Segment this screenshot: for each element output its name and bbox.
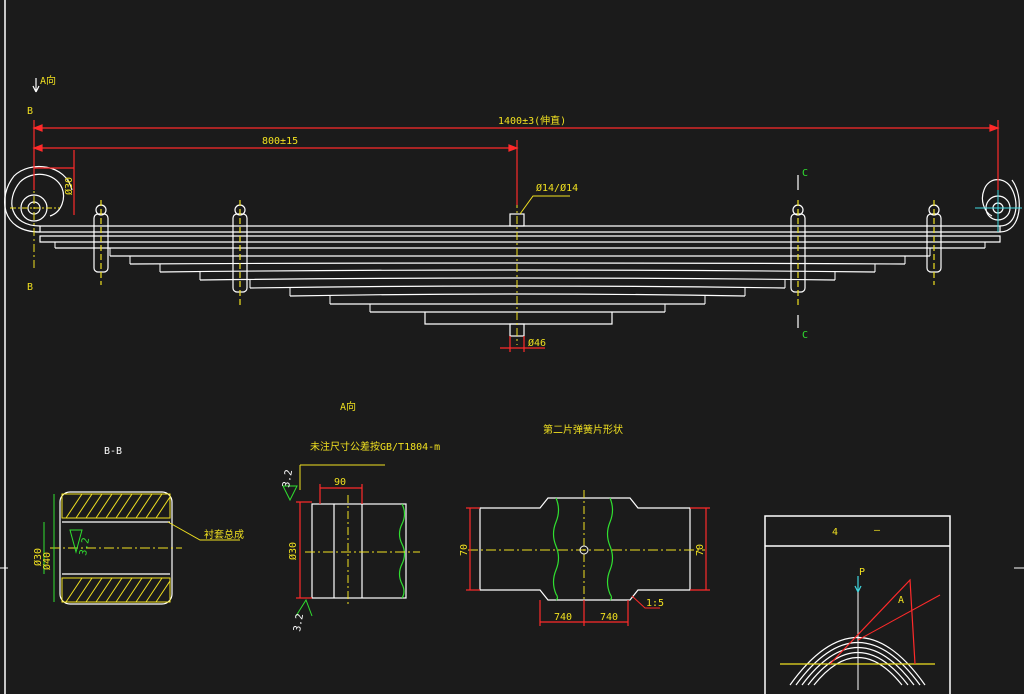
section-b-bottom-label: B [27,282,33,293]
section-bb-dim-inner: Ø30 [32,548,44,566]
bushing-dimensions [43,494,83,602]
leaf-detail-center-hole [579,545,589,555]
overall-length-text: 1400±3(伸直) [498,114,566,127]
leaf-2 [39,235,1001,243]
view-a-note-leader [299,464,385,490]
view-a-width-dim: 90 [334,477,346,488]
left-eye [4,165,73,233]
detail-box-frame [764,515,951,694]
main-leaf [39,225,1001,233]
section-b-top-label: B [27,106,33,117]
view-a-roughness-top: 3.2 [281,469,295,489]
bottom-dim-text: Ø46 [528,337,546,349]
leaf-detail-outline [479,497,691,601]
section-bb-note: 衬套总成 [204,528,244,541]
bushing-hatch-top [61,493,171,519]
view-a [282,464,420,617]
section-bb-roughness: 3.2 [78,537,92,557]
leaf-detail-callout: 1:5 [646,598,664,609]
leaf-9 [289,293,746,297]
leaf-end-right [664,242,986,312]
view-a-roughness-bottom: 3.2 [292,613,306,633]
section-bb-view [43,491,240,605]
leaf-5 [129,262,906,265]
section-bb-title: B-B [104,446,122,457]
center-bolt-leader [519,195,570,215]
detail-box-diagonal [857,594,941,641]
bottom-dimension [500,336,545,352]
leaf-detail [466,490,710,626]
leaf-detail-title: 第二片弹簧片形状 [543,423,623,436]
half-length-text: 800±15 [262,136,298,147]
section-bb-dim-outer: Ø40 [41,552,53,570]
detail-box-header-right: — [874,525,881,536]
view-a-outline [311,503,407,599]
leaf-detail-callout-leader [631,595,660,609]
right-eye [975,179,1022,233]
view-a-break-line [398,503,406,599]
section-c-top-label: C [802,168,808,179]
eye-dim-text: Ø30 [63,177,75,195]
center-bolt-text: Ø14/Ø14 [536,182,578,194]
view-a-height-dim: Ø30 [287,542,299,560]
view-a-marker: A向 [40,74,56,87]
view-a-arrow [32,78,40,93]
leaf-12 [424,312,613,325]
detail-box-label-p: P [859,567,865,578]
leaf-detail-width-left: 70 [459,544,470,556]
bushing-hatch-bottom [61,577,171,603]
leaf-detail-dimensions [466,507,710,626]
view-a-title: A向 [340,400,356,413]
detail-box [764,515,951,694]
detail-box-header-left: 4 [832,527,838,538]
overall-length-dimension [32,120,1000,190]
detail-box-arrow [854,576,862,593]
spring-clips [93,200,942,308]
detail-box-label-a: A [898,595,904,606]
leaf-end-left [54,242,371,312]
roughness-symbol-top [282,485,298,502]
leaf-detail-break-2 [606,497,614,601]
section-c-bottom-label: C [802,330,808,341]
roughness-symbol-bottom [295,598,313,617]
view-a-dimensions [296,484,363,599]
leaf-detail-break-1 [552,497,560,601]
leaf-detail-span-left: 740 [554,612,572,623]
detail-box-triangle [829,578,916,665]
main-spring-view [4,78,1022,352]
bushing-leader [167,521,240,541]
leaf-detail-span-right: 740 [600,612,618,623]
eye-dimension [34,150,75,215]
half-length-dimension [32,140,519,205]
leaf-detail-width-right: 70 [695,544,706,556]
leaf-7 [199,277,836,281]
view-a-note: 未注尺寸公差按GB/T1804-m [310,440,440,453]
